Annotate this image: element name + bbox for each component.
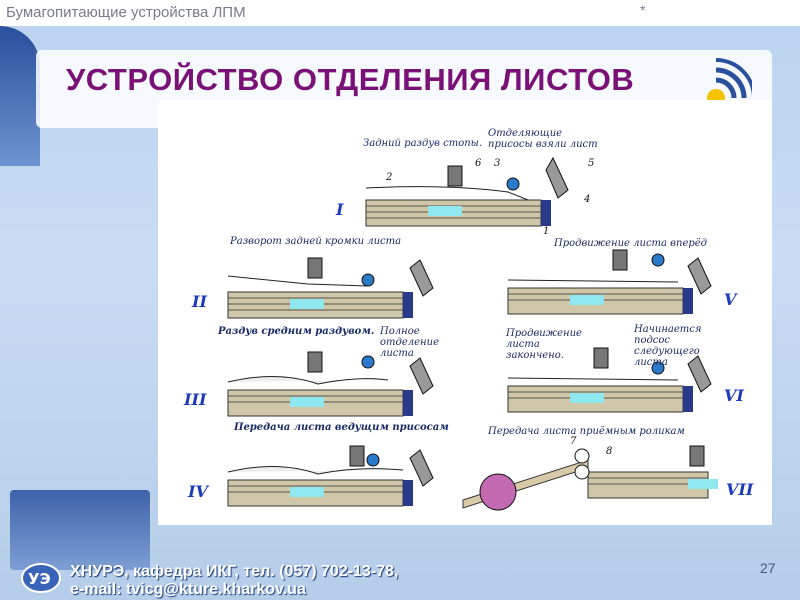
diagram-drawing <box>227 156 718 511</box>
stage-3-label: III <box>184 390 207 409</box>
university-building-image <box>10 490 150 570</box>
part-number-4: 4 <box>584 194 591 205</box>
caption-edge-turn: Разворот задней кромки листа <box>230 236 402 247</box>
stage-4-label: IV <box>188 482 208 501</box>
sheet-separation-diagram: Задний раздув стопы. Отделяющие присосы … <box>158 100 772 525</box>
stage-6-label: VI <box>724 386 744 405</box>
stage-7-label: VII <box>726 480 754 499</box>
part-number-5: 5 <box>588 158 595 169</box>
caption-full-separation: Полное отделение листа <box>380 326 439 359</box>
part-number-6: 6 <box>475 158 482 169</box>
page-number: 27 <box>760 560 776 576</box>
stage-1-drawing <box>365 156 569 227</box>
corner-decoration <box>0 26 40 166</box>
presentation-title: Бумагопитающие устройства ЛПМ <box>6 4 246 21</box>
stage-2-drawing <box>227 257 434 319</box>
footer-line-2: e-mail: tvicg@kture.kharkov.ua <box>70 581 306 599</box>
slide-marker: * <box>640 2 646 18</box>
stage-4-drawing <box>227 445 434 507</box>
footer-org-label: ХНУРЭ, <box>70 563 129 580</box>
part-number-3: 3 <box>494 158 501 169</box>
footer-email[interactable]: tvicg@kture.kharkov.ua <box>126 581 306 598</box>
caption-transfer-leading: Передача листа ведущим присосам <box>234 422 449 433</box>
svg-text:УЭ: УЭ <box>28 570 51 588</box>
caption-transfer-rollers: Передача листа приёмным роликам <box>488 426 685 437</box>
top-bar: Бумагопитающие устройства ЛПМ * <box>0 0 800 26</box>
caption-sheet-forward: Продвижение листа вперёд <box>554 238 708 249</box>
caption-sheet-advance-done: Продвижение листа закончено. <box>506 328 582 361</box>
part-number-8: 8 <box>606 446 613 457</box>
part-number-2: 2 <box>386 172 393 183</box>
stage-5-drawing <box>507 249 712 315</box>
part-number-7: 7 <box>570 436 577 447</box>
stage-6-drawing <box>507 347 712 413</box>
signal-icon <box>707 58 752 104</box>
stage-7-drawing <box>462 445 718 511</box>
stage-3-drawing <box>227 351 434 417</box>
stage-5-label: V <box>724 290 737 309</box>
slide-title: УСТРОЙСТВО ОТДЕЛЕНИЯ ЛИСТОВ <box>66 62 635 97</box>
stage-2-label: II <box>192 292 207 311</box>
caption-suckers-took: Отделяющие присосы взяли лист <box>488 128 598 150</box>
stage-1-label: I <box>336 200 344 219</box>
footer-email-label: e-mail: <box>70 581 122 598</box>
caption-rear-blow: Задний раздув стопы. <box>363 138 482 149</box>
part-number-1: 1 <box>543 226 550 237</box>
footer-line-1: ХНУРЭ, кафедра ИКГ, тел. (057) 702-13-78… <box>70 563 398 581</box>
university-logo-icon: УЭ <box>21 563 61 593</box>
caption-next-sheet-suction: Начинается подсос следующего листа <box>634 324 702 368</box>
caption-middle-blow: Раздув средним раздувом. <box>218 326 375 337</box>
footer-org-text: кафедра ИКГ, тел. (057) 702-13-78, <box>133 563 399 580</box>
